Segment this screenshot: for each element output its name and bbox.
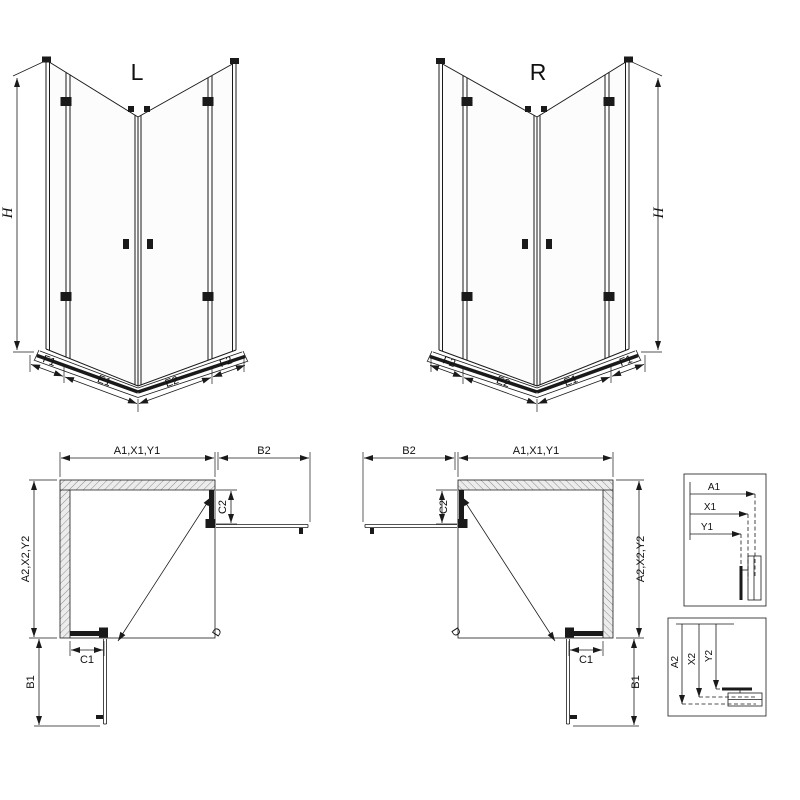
dim-label-c1: C1 xyxy=(80,654,94,666)
detail-label-y2: Y2 xyxy=(704,649,715,662)
dim-label-height: H xyxy=(651,206,667,219)
plan-view-right: A1,X1,Y1 B2 C2 A2,X2,Y2 C1 B1 D xyxy=(363,445,647,726)
detail-label-x2: X2 xyxy=(687,652,698,665)
dim-label-b2: B2 xyxy=(402,445,415,457)
variant-label-right: R xyxy=(530,59,547,85)
dim-label-f2: F2 xyxy=(218,354,234,370)
dim-label-e2: E2 xyxy=(495,374,512,390)
dim-label-c2: C2 xyxy=(217,500,229,514)
detail-dimensions xyxy=(690,491,756,586)
dim-label-f2: F2 xyxy=(441,354,457,370)
detail-box-horizontal: A1 X1 Y1 xyxy=(683,473,767,607)
dim-label-e1: E1 xyxy=(563,373,580,389)
detail-label-a2: A2 xyxy=(670,655,681,668)
plan-right-geometry xyxy=(363,452,644,726)
detail-frame xyxy=(683,473,767,607)
dim-label-a1x1y1: A1,X1,Y1 xyxy=(513,445,559,457)
dim-label-d: D xyxy=(448,626,462,639)
plan-left-geometry xyxy=(29,452,310,726)
profile-section xyxy=(722,687,763,707)
dim-label-f1: F1 xyxy=(618,353,634,369)
dim-label-a2x2y2: A2,X2,Y2 xyxy=(20,536,32,582)
detail-box-vertical: A2 X2 Y2 xyxy=(667,617,767,717)
dim-label-e2: E2 xyxy=(164,374,181,390)
detail-label-a1: A1 xyxy=(708,482,721,493)
detail-label-x1: X1 xyxy=(704,502,717,513)
dim-label-c2: C2 xyxy=(438,500,450,514)
dim-label-d: D xyxy=(210,626,224,639)
variant-label-left: L xyxy=(131,59,144,85)
detail-dimensions xyxy=(679,624,756,705)
iso-view-left: L H F1 E1 E2 F2 xyxy=(0,57,248,413)
dim-label-b1: B1 xyxy=(630,675,642,688)
dim-label-b1: B1 xyxy=(25,675,37,688)
detail-label-y1: Y1 xyxy=(701,522,714,533)
plan-view-left: A1,X1,Y1 B2 C2 A2,X2,Y2 C1 B1 D xyxy=(20,445,310,726)
dim-label-c1: C1 xyxy=(579,654,593,666)
dim-label-f1: F1 xyxy=(41,353,57,369)
dim-label-e1: E1 xyxy=(96,373,113,389)
detail-frame xyxy=(667,617,767,717)
iso-view-right: R H F1 E1 E2 F2 xyxy=(427,57,667,413)
dim-label-height: H xyxy=(0,206,16,219)
dim-label-a2x2y2: A2,X2,Y2 xyxy=(635,536,647,582)
profile-section xyxy=(739,555,762,601)
dim-label-b2: B2 xyxy=(257,445,270,457)
dim-label-a1x1y1: A1,X1,Y1 xyxy=(114,445,160,457)
